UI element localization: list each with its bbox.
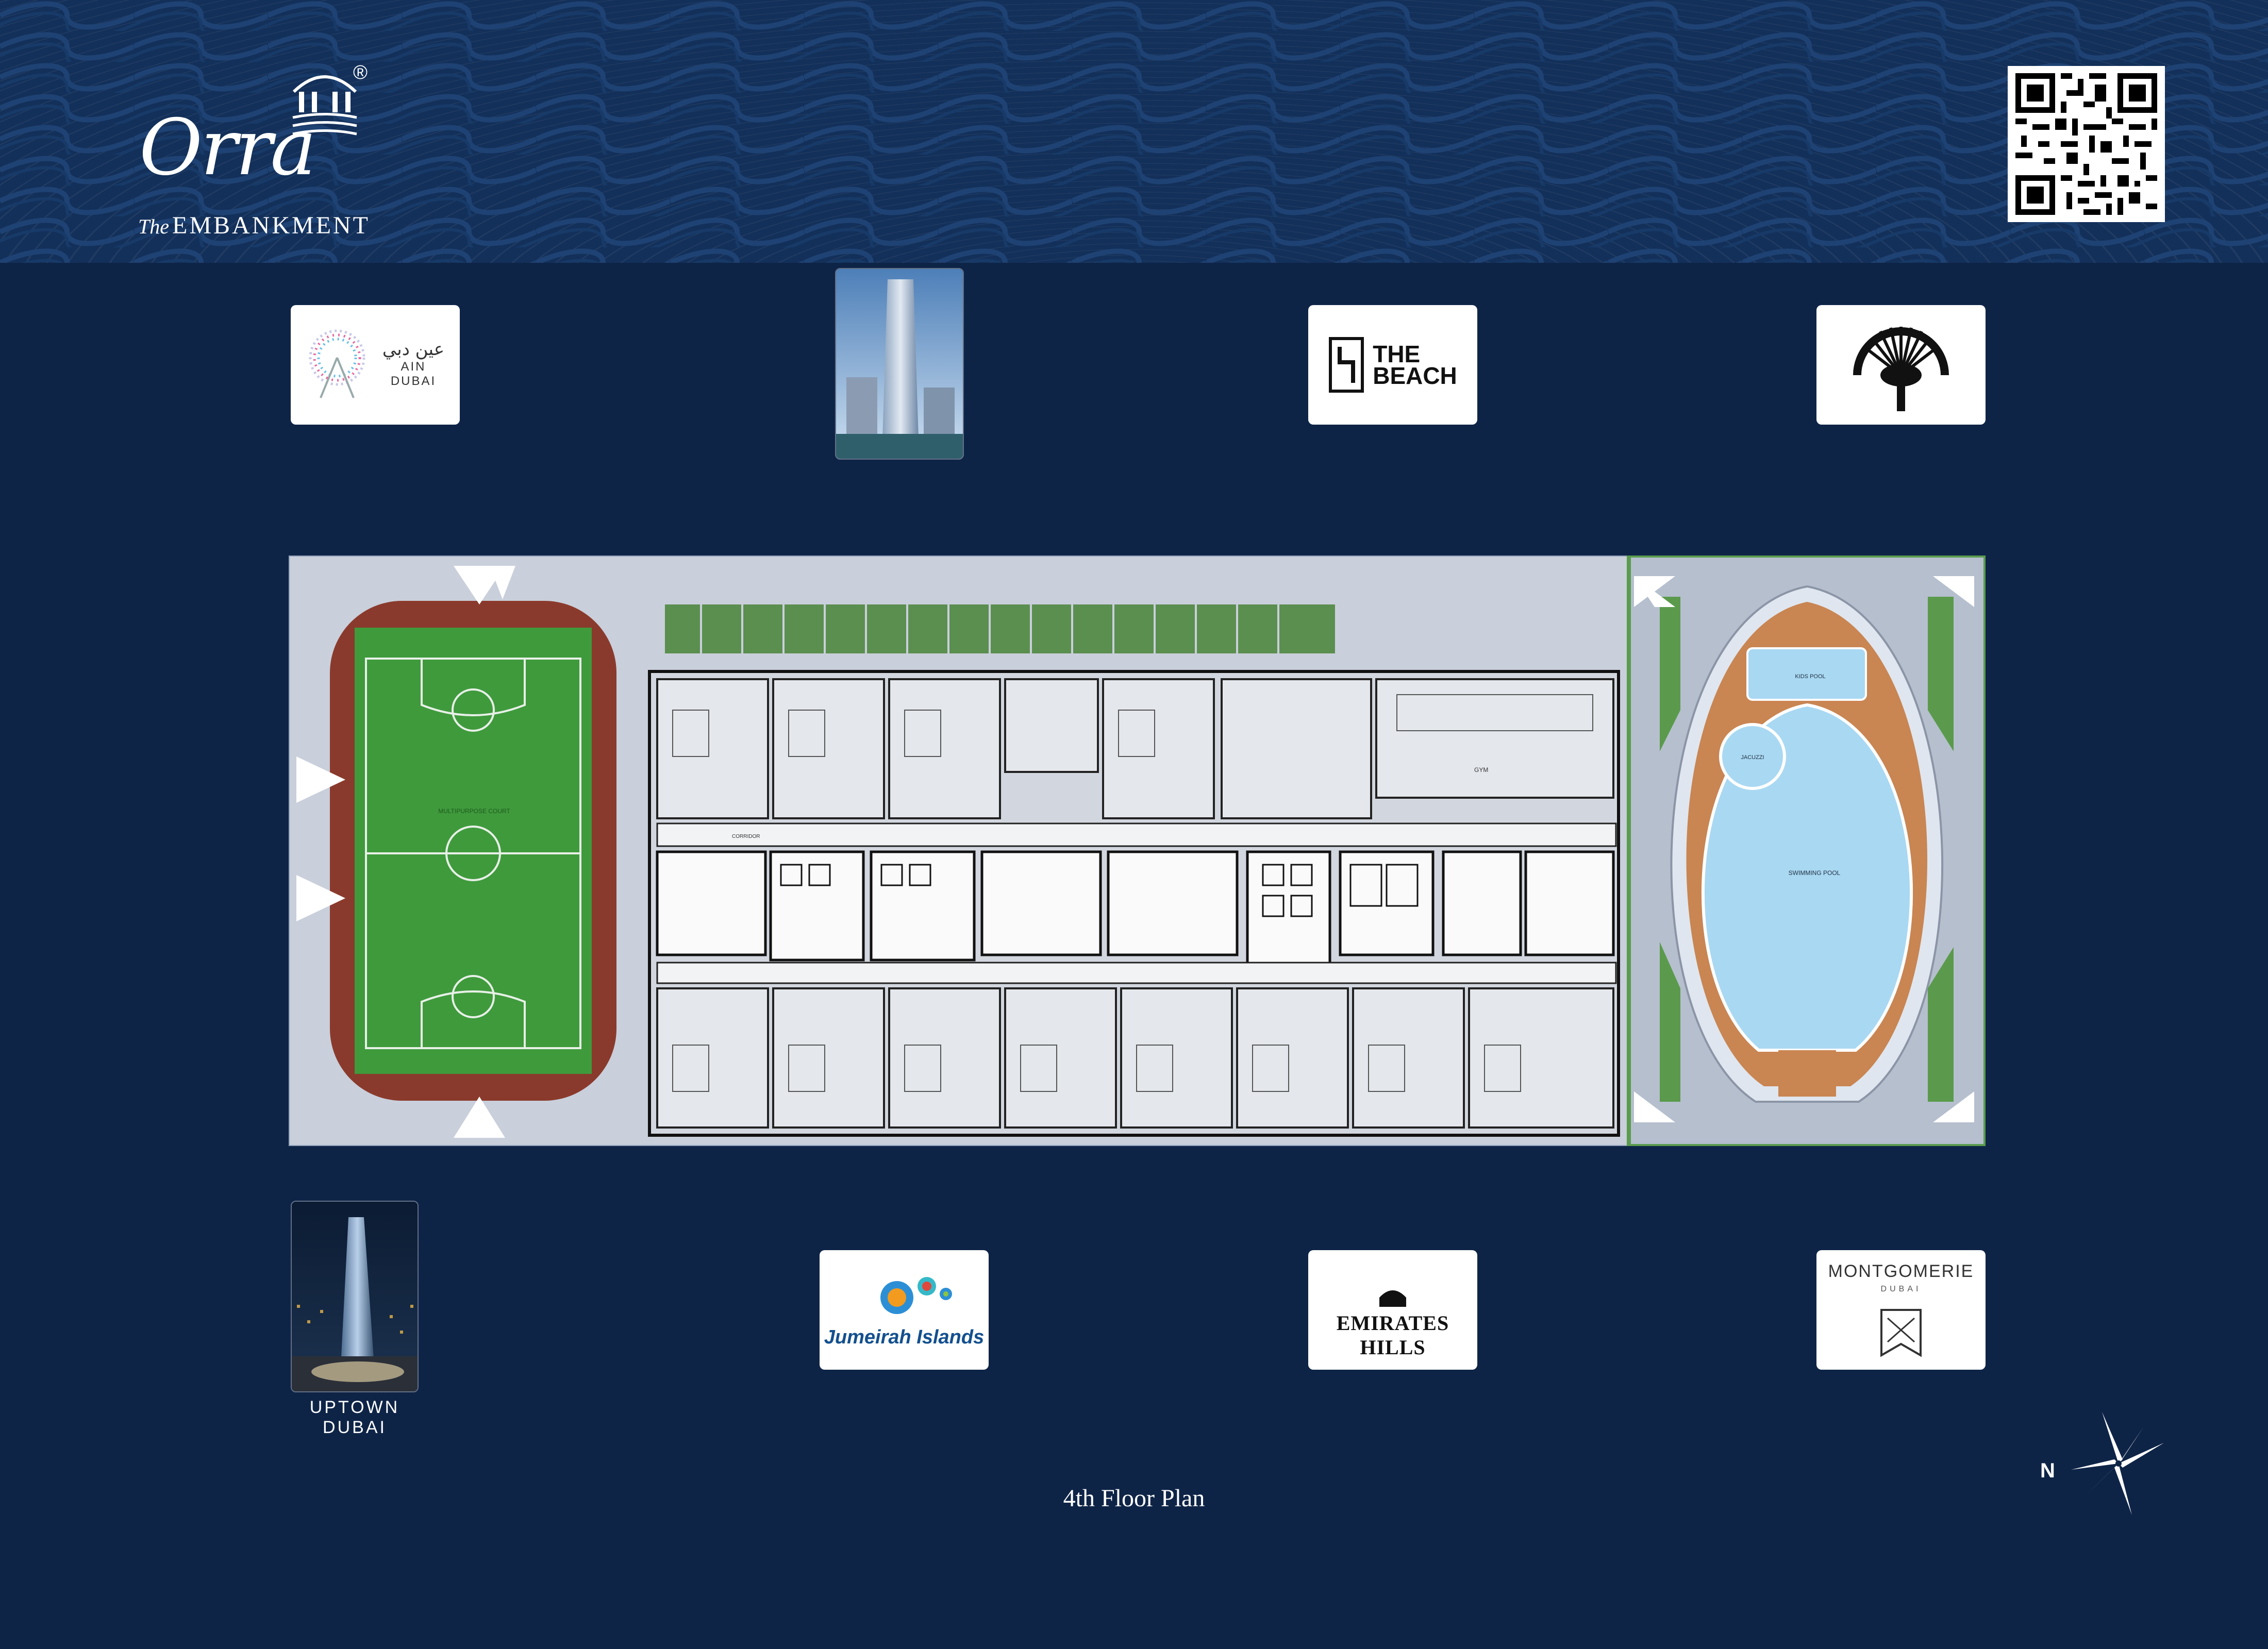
corridor-label: CORRIDOR: [732, 834, 760, 839]
court-label: MULTIPURPOSE COURT: [438, 807, 510, 815]
north-compass: N: [2040, 1412, 2164, 1515]
ain-dubai-text: عين دبي AIN DUBAI: [377, 339, 449, 389]
montgomerie-card[interactable]: MONTGOMERIE DUBAI: [1816, 1250, 1986, 1370]
planter-strip: [665, 604, 1335, 653]
sports-court: MULTIPURPOSE COURT: [330, 601, 616, 1101]
the-beach-icon: [1329, 337, 1364, 393]
logo-script: Orra: [139, 103, 316, 193]
swimming-pool-label: SWIMMING POOL: [1789, 869, 1841, 877]
gym-label: GYM: [1474, 766, 1488, 773]
montgomerie-title: MONTGOMERIE: [1828, 1261, 1974, 1281]
floor-plan: MULTIPURPOSE COURT CORRIDOR: [289, 556, 1986, 1146]
emirates-hills-label: EMIRATES HILLS: [1336, 1311, 1449, 1359]
almas-tower-photo[interactable]: [835, 268, 964, 460]
montgomerie-sub: DUBAI: [1880, 1285, 1922, 1293]
the-beach-line2: BEACH: [1373, 362, 1457, 389]
qr-code-icon[interactable]: [2008, 66, 2165, 222]
qr-pattern: [2015, 73, 2157, 215]
floor-plan-caption: 4th Floor Plan: [1063, 1485, 1205, 1512]
jacuzzi-label: JACUZZI: [1741, 754, 1764, 761]
logo-arch-icon: [292, 75, 357, 136]
uptown-dubai-label: UPTOWN DUBAI: [309, 1398, 400, 1437]
the-beach-text: THE BEACH: [1373, 341, 1457, 389]
jumeirah-islands-label: Jumeirah Islands: [824, 1326, 985, 1348]
tower-photo: [836, 269, 963, 459]
ain-dubai-arabic: عين دبي: [382, 339, 445, 360]
ain-dubai-card[interactable]: عين دبي AIN DUBAI: [291, 305, 460, 425]
palm-jumeirah-card[interactable]: [1816, 305, 1986, 425]
uptown-tower-photo: [292, 1202, 418, 1391]
montgomerie-crest-icon: [1880, 1309, 1922, 1357]
compass-star-icon: [2071, 1412, 2164, 1515]
ain-dubai-wheel-icon: [309, 329, 365, 398]
compass-north-label: N: [2040, 1459, 2055, 1482]
registered-mark: ®: [353, 62, 368, 83]
uptown-dubai-photo[interactable]: [291, 1201, 419, 1392]
building-floor: CORRIDOR: [648, 670, 1620, 1137]
wave-pattern: [0, 0, 2268, 263]
the-beach-card[interactable]: THE BEACH: [1308, 305, 1477, 425]
tagline-prefix: The: [138, 215, 169, 238]
emirates-hills-card[interactable]: EMIRATES HILLS: [1308, 1250, 1477, 1370]
jumeirah-islands-icon: [880, 1277, 952, 1314]
emirates-hills-arch-icon: [1379, 1290, 1406, 1307]
palm-jumeirah-logo: [1853, 327, 1949, 411]
tagline-text: EMBANKMENT: [172, 212, 370, 239]
pool-deck: KIDS POOL JACUZZI SWIMMING POOL: [1627, 556, 1986, 1146]
view-arrows: [296, 566, 1974, 1138]
ain-dubai-english: AIN DUBAI: [390, 360, 437, 388]
jumeirah-islands-card[interactable]: Jumeirah Islands: [820, 1250, 989, 1370]
the-beach-line1: THE: [1373, 341, 1421, 367]
kids-pool-label: KIDS POOL: [1795, 674, 1825, 680]
